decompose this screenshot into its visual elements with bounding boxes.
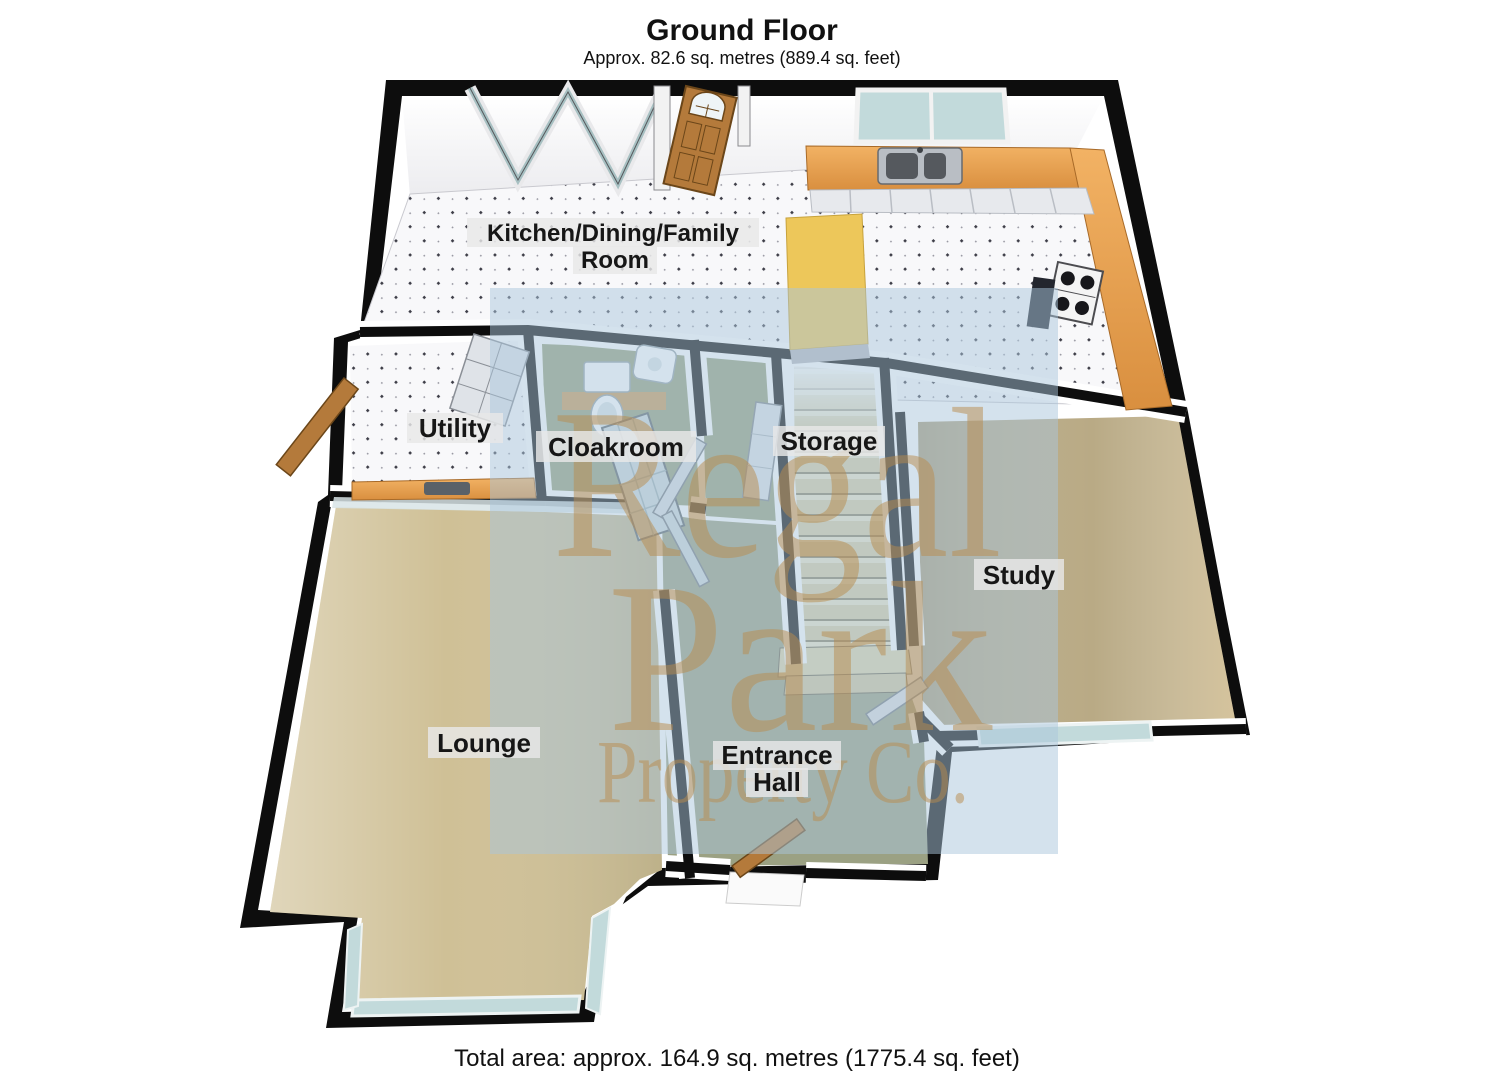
kitchen-cabinets [809,187,1095,215]
bay-window-right [584,906,612,1016]
bay-window-front [350,994,582,1018]
utility-door [275,376,360,477]
page-subtitle: Approx. 82.6 sq. metres (889.4 sq. feet) [583,48,900,68]
total-area-text: Total area: approx. 164.9 sq. metres (17… [454,1045,1020,1072]
wall-hall-south [665,861,927,881]
label-hall-line2: Hall [753,767,801,797]
bay-window-left [342,922,364,1012]
page-title: Ground Floor [646,14,838,47]
front-door-threshold [725,871,805,907]
watermark-word-2: Park [608,538,993,777]
label-study: Study [983,560,1056,590]
label-storage: Storage [781,426,878,456]
kitchen-counter-right [1069,147,1173,411]
label-kitchen-line2: Room [581,247,649,274]
utility-sink [424,482,470,495]
label-hall-line1: Entrance [721,740,832,770]
watermark-word-1: Regal [552,364,1002,603]
watermark: Regal Park Property Co. [490,288,1058,854]
kitchen-sink [877,147,963,185]
room-labels: Kitchen/Dining/Family Room Utility Cloak… [407,218,1064,797]
bifold-doors [464,79,668,198]
label-utility: Utility [419,413,492,443]
label-cloakroom: Cloakroom [548,432,684,462]
label-lounge: Lounge [437,728,531,758]
back-door [653,84,751,197]
label-kitchen-line1: Kitchen/Dining/Family [487,220,740,247]
kitchen-hob [1045,260,1105,326]
